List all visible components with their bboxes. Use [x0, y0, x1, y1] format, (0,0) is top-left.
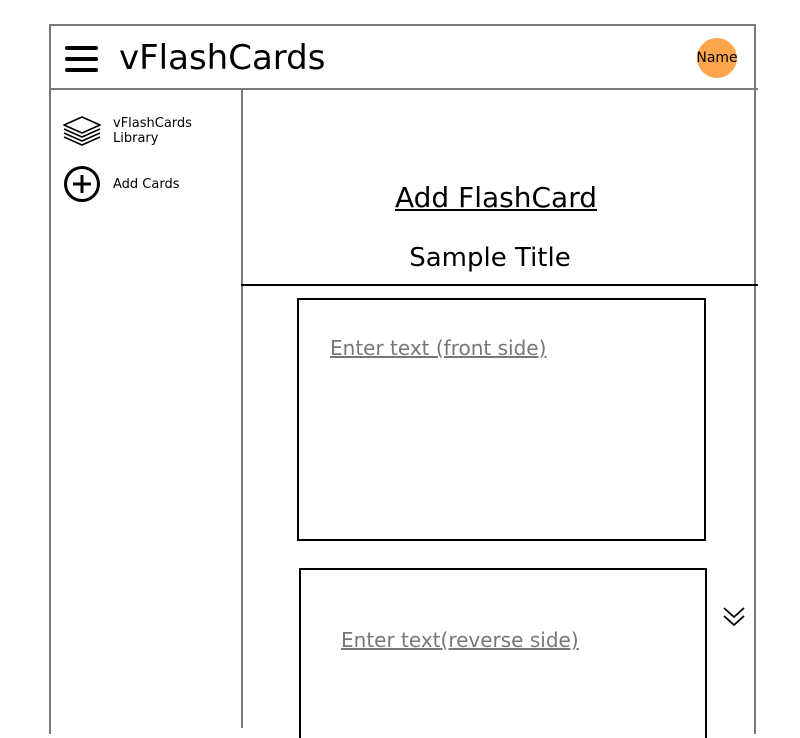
top-bar: vFlashCards Name: [49, 24, 758, 90]
layers-icon: [61, 112, 103, 150]
sidebar: vFlashCards Library Add Cards: [49, 88, 243, 728]
reverse-card-editor[interactable]: [299, 568, 707, 738]
sidebar-item-add-cards[interactable]: Add Cards: [61, 165, 180, 203]
double-chevron-down-icon[interactable]: [720, 604, 748, 630]
main-header: Add FlashCard Sample Title: [241, 88, 758, 286]
deck-title: Sample Title: [409, 243, 571, 273]
sidebar-item-label: vFlashCards Library: [113, 116, 192, 146]
app-frame: [49, 24, 756, 734]
front-card-editor[interactable]: [297, 298, 706, 541]
front-side-input[interactable]: [330, 336, 660, 360]
sidebar-item-label: Add Cards: [113, 176, 180, 192]
sidebar-item-library[interactable]: vFlashCards Library: [61, 112, 241, 150]
reverse-side-input[interactable]: [341, 628, 671, 652]
hamburger-icon[interactable]: [65, 46, 98, 72]
avatar-label: Name: [696, 50, 738, 66]
avatar[interactable]: Name: [696, 38, 738, 78]
app-title: vFlashCards: [119, 38, 326, 78]
add-circle-icon: [61, 165, 103, 203]
page-heading: Add FlashCard: [395, 181, 597, 214]
